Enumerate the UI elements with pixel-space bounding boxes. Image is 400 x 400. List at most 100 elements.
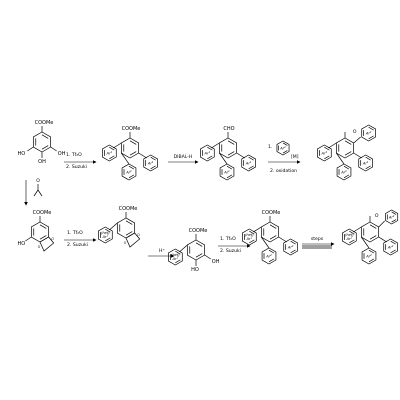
p4-o1: O [124, 241, 127, 245]
acetone-o: O [36, 178, 40, 184]
p7-right-ring [383, 238, 398, 256]
p7-bottom-label: Ar2 [365, 253, 372, 259]
svg-text:(het): (het) [245, 233, 254, 237]
p6-bottom-ring [261, 247, 277, 265]
p3-ar2-label: Ar2 [365, 130, 372, 136]
acetonide-ring [30, 221, 50, 243]
p7-right-label: Ar2 [387, 244, 394, 250]
p3-left-ring [317, 144, 332, 162]
p3-ketone-o: O [353, 129, 357, 135]
sm-oh-right: OH [58, 151, 66, 157]
cond-r6-b: 2. Suzuki [220, 248, 241, 254]
p1-right-ring [143, 154, 158, 172]
p1-left-label: Ar1 [106, 150, 113, 156]
p5-het-bond [179, 244, 188, 253]
p5-het-ring [168, 248, 183, 266]
p6-left-ring [242, 228, 257, 246]
p7-left-label: (het)Ar1 [345, 233, 354, 241]
cond-r6-a: 1. Tf₂O [220, 236, 236, 242]
p1-right-bond [138, 152, 147, 159]
p6-bottom-bond [261, 236, 270, 249]
svg-text:(het): (het) [171, 253, 180, 257]
p1-left-bond [113, 142, 122, 149]
acetonide-o1: O [38, 245, 41, 249]
p5-ester: COOMe [189, 228, 208, 234]
p7-bottom-bond [361, 236, 370, 249]
p6-right-label: Ar2 [287, 244, 294, 250]
cond-r7: steps [311, 236, 324, 242]
cond-r4-a: 1. Tf₂O [67, 230, 83, 236]
p3-left-label: Ar1 [321, 150, 328, 156]
p2-top-group: CHO [223, 126, 234, 132]
p6-left-bond [253, 226, 262, 233]
sm-oh-mid: OH [38, 159, 46, 165]
svg-text:Ar1: Ar1 [102, 234, 109, 240]
cond-r1-a: 1. Tf₂O [66, 152, 82, 158]
p4-dioxole [125, 232, 141, 248]
cond-r3-b: 2. oxidation [270, 168, 297, 174]
acetonide-ester: COOMe [33, 210, 52, 216]
acetonide-o2: O [51, 237, 54, 241]
p2-left-bond [211, 142, 220, 149]
p5-het-label: (het)Ar1 [171, 253, 180, 261]
acetonide-ho: HO [17, 241, 25, 247]
svg-text:(het): (het) [101, 231, 110, 235]
sm-oh-left-bond [27, 146, 34, 152]
p2-core-ring [218, 137, 238, 159]
p3-bottom-bond [336, 152, 345, 165]
p4-ester: COOMe [119, 206, 138, 212]
cond-r2: DIBAL-H [174, 154, 193, 160]
p6-core-ring [260, 221, 280, 243]
p1-bottom-label: Ar1 [125, 169, 132, 175]
p1-right-label: Ar1 [147, 160, 154, 166]
p7-ketone-o: O [375, 213, 379, 219]
p5-core-ring [186, 239, 206, 261]
acetone-bond-b [37, 189, 43, 197]
p2-bottom-bond [219, 152, 228, 165]
p2-right-bond [236, 152, 245, 159]
p3-co-bond [353, 136, 361, 144]
p1-top-group: COOMe [122, 126, 141, 132]
p3-bottom-ring [336, 163, 352, 181]
p2-bottom-ring [219, 163, 235, 181]
p7-co-bond [378, 220, 385, 228]
p6-left-label: (het)Ar1 [245, 233, 254, 241]
p7-right-bond [378, 236, 387, 243]
svg-text:Ar1: Ar1 [172, 256, 179, 262]
p3-right-label: Ar1 [362, 160, 369, 166]
p7-bottom-ring [361, 247, 377, 265]
p7-ar2-label: Ar2 [388, 214, 395, 220]
p4-o2: O [137, 233, 140, 237]
p3-right-bond [353, 152, 362, 159]
p4-core-ring [116, 217, 136, 239]
p1-bottom-ring [121, 163, 137, 181]
p2-left-ring [200, 144, 215, 162]
svg-text:(het): (het) [345, 233, 354, 237]
p3-left-bond [328, 142, 337, 149]
p5-oh-right-bond [204, 254, 211, 260]
p7-ar2-ring [385, 209, 399, 225]
p7-left-bond [353, 226, 362, 233]
p1-left-ring [102, 144, 117, 162]
p6-right-bond [278, 236, 287, 243]
cond-r3-a: 1. [268, 144, 272, 150]
sm-ester: COOMe [35, 120, 54, 126]
svg-text:Ar1: Ar1 [346, 236, 353, 242]
reagent-ar2-label: Ar2 [279, 145, 286, 151]
p5-oh-right: OH [212, 259, 220, 265]
acetonide-ho-bond [25, 236, 32, 242]
acetonide-dioxole [39, 236, 55, 252]
sm-ring [32, 131, 52, 153]
p3-bottom-label: Ar1 [340, 169, 347, 175]
p4-het-ring [98, 226, 113, 244]
p7-left-ring [342, 228, 357, 246]
sm-oh-right-bond [50, 146, 57, 152]
p3-core-ring [335, 137, 355, 159]
p3-right-ring [358, 154, 373, 172]
cond-r5: H⁺ [159, 248, 165, 254]
p6-bottom-label: Ar2 [265, 253, 272, 259]
sm-oh-left: HO [17, 151, 25, 157]
p4-het-label: (het)Ar1 [101, 231, 110, 239]
p2-left-label: Ar1 [204, 150, 211, 156]
